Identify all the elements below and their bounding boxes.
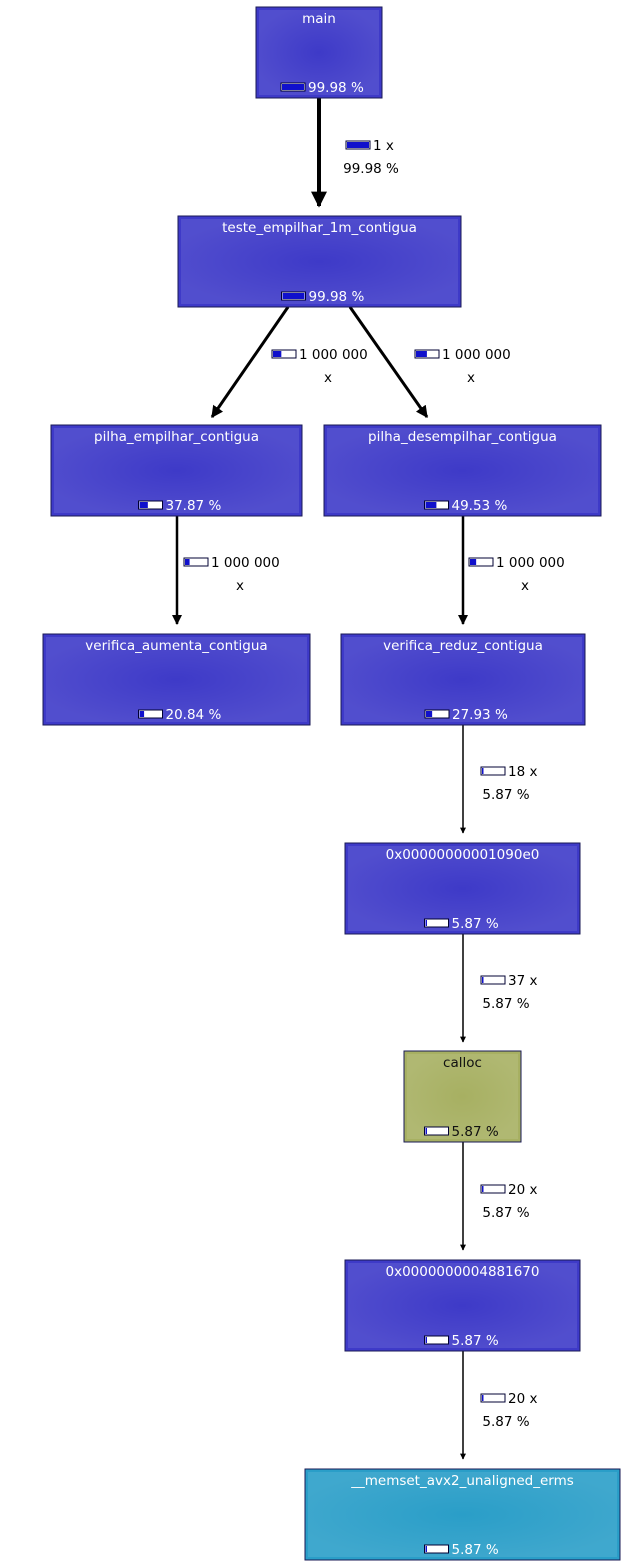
edge-calls-unit: x xyxy=(236,578,244,594)
node-cost-bar xyxy=(424,918,449,928)
edge-calls-unit: x xyxy=(324,370,332,386)
edge-calls-label: 1 000 000 xyxy=(211,555,280,571)
call-edge[interactable]: 1 x 99.98 % xyxy=(311,98,399,208)
node-percent-label: 49.53 % xyxy=(452,498,508,514)
edge-calls-unit: x xyxy=(521,578,529,594)
function-node-addr2[interactable]: 0x0000000004881670 5.87 % xyxy=(344,1259,581,1352)
node-function-name: 0x0000000004881670 xyxy=(385,1264,539,1280)
node-function-name: 0x00000000001090e0 xyxy=(386,847,540,863)
node-percent-label: 5.87 % xyxy=(452,1333,499,1349)
node-function-name: verifica_reduz_contigua xyxy=(383,638,543,654)
node-shading xyxy=(259,10,379,95)
edge-arrow xyxy=(348,306,429,418)
node-percent-label: 20.84 % xyxy=(166,707,222,723)
node-function-name: pilha_empilhar_contigua xyxy=(94,429,259,445)
edge-calls-label: 1 000 000 xyxy=(299,347,368,363)
function-node-memset[interactable]: __memset_avx2_unaligned_erms 5.87 % xyxy=(304,1468,621,1561)
call-edge[interactable]: 20 x 5.87 % xyxy=(460,1142,537,1251)
node-function-name: main xyxy=(302,11,336,27)
edge-calls-label: 20 x xyxy=(508,1182,537,1198)
call-edge[interactable]: 1 000 000 x xyxy=(458,516,565,625)
node-cost-bar xyxy=(424,1126,449,1136)
call-edge[interactable]: 37 x 5.87 % xyxy=(460,934,537,1043)
node-percent-label: 5.87 % xyxy=(452,1124,499,1140)
node-percent-label: 99.98 % xyxy=(308,80,364,96)
node-percent-label: 27.93 % xyxy=(452,707,508,723)
node-shading xyxy=(407,1054,518,1139)
edge-cost-bar xyxy=(480,1393,506,1403)
node-shading xyxy=(54,428,299,513)
node-cost-bar xyxy=(424,500,449,510)
node-shading xyxy=(181,219,458,304)
node-cost-bar xyxy=(424,1335,449,1345)
node-cost-bar xyxy=(424,1544,449,1554)
call-edge[interactable]: 18 x 5.87 % xyxy=(460,725,537,834)
edge-cost-bar xyxy=(345,140,371,150)
node-function-name: calloc xyxy=(443,1055,482,1071)
function-node-reduz[interactable]: verifica_reduz_contigua 27.93 % xyxy=(340,633,586,726)
node-shading xyxy=(348,1263,577,1348)
call-edge[interactable]: 20 x 5.87 % xyxy=(460,1351,537,1460)
call-edge[interactable]: 1 000 000 x xyxy=(172,516,280,625)
edge-calls-label: 37 x xyxy=(508,973,537,989)
call-edge[interactable]: 1 000 000 x xyxy=(210,306,368,418)
node-shading xyxy=(327,428,598,513)
node-shading xyxy=(308,1472,617,1557)
edge-arrow xyxy=(210,306,290,418)
node-shading xyxy=(46,637,307,722)
edge-cost-bar xyxy=(480,975,506,985)
function-node-desemp[interactable]: pilha_desempilhar_contigua 49.53 % xyxy=(323,424,602,517)
node-shading xyxy=(344,637,582,722)
node-shading xyxy=(348,846,577,931)
function-node-teste[interactable]: teste_empilhar_1m_contigua 99.98 % xyxy=(177,215,462,308)
node-cost-bar xyxy=(424,709,450,719)
edge-calls-label: 1 x xyxy=(373,138,394,154)
node-cost-bar xyxy=(138,500,163,510)
edge-cost-bar xyxy=(183,557,209,567)
node-function-name: verifica_aumenta_contigua xyxy=(85,638,267,654)
edge-calls-label: 1 000 000 xyxy=(442,347,511,363)
edge-cost-bar xyxy=(271,349,297,359)
node-percent-label: 5.87 % xyxy=(452,916,499,932)
function-node-addr1[interactable]: 0x00000000001090e0 5.87 % xyxy=(344,842,581,935)
edge-calls-label: 1 000 000 xyxy=(496,555,565,571)
node-percent-label: 5.87 % xyxy=(452,1542,499,1558)
node-percent-label: 37.87 % xyxy=(166,498,222,514)
edge-calls-label: 20 x xyxy=(508,1391,537,1407)
edge-cost-bar xyxy=(414,349,440,359)
edge-percent-label: 5.87 % xyxy=(482,787,529,803)
node-percent-label: 99.98 % xyxy=(309,289,365,305)
node-cost-bar xyxy=(138,709,163,719)
edge-percent-label: 5.87 % xyxy=(482,996,529,1012)
call-edge[interactable]: 1 000 000 x xyxy=(348,306,511,418)
edge-calls-label: 18 x xyxy=(508,764,537,780)
edge-cost-bar xyxy=(468,557,494,567)
node-function-name: pilha_desempilhar_contigua xyxy=(368,429,557,445)
function-node-main[interactable]: main 99.98 % xyxy=(255,6,383,99)
edge-cost-bar xyxy=(480,1184,506,1194)
function-node-emp[interactable]: pilha_empilhar_contigua 37.87 % xyxy=(50,424,303,517)
edge-cost-bar xyxy=(480,766,506,776)
edge-percent-label: 5.87 % xyxy=(482,1205,529,1221)
edge-calls-unit: x xyxy=(467,370,475,386)
function-node-aumenta[interactable]: verifica_aumenta_contigua 20.84 % xyxy=(42,633,311,726)
edge-percent-label: 99.98 % xyxy=(343,161,399,177)
node-function-name: __memset_avx2_unaligned_erms xyxy=(350,1473,574,1489)
function-node-calloc[interactable]: calloc 5.87 % xyxy=(403,1050,522,1143)
node-cost-bar xyxy=(281,291,306,301)
node-function-name: teste_empilhar_1m_contigua xyxy=(222,220,417,236)
edge-percent-label: 5.87 % xyxy=(482,1414,529,1430)
node-cost-bar xyxy=(280,82,306,92)
